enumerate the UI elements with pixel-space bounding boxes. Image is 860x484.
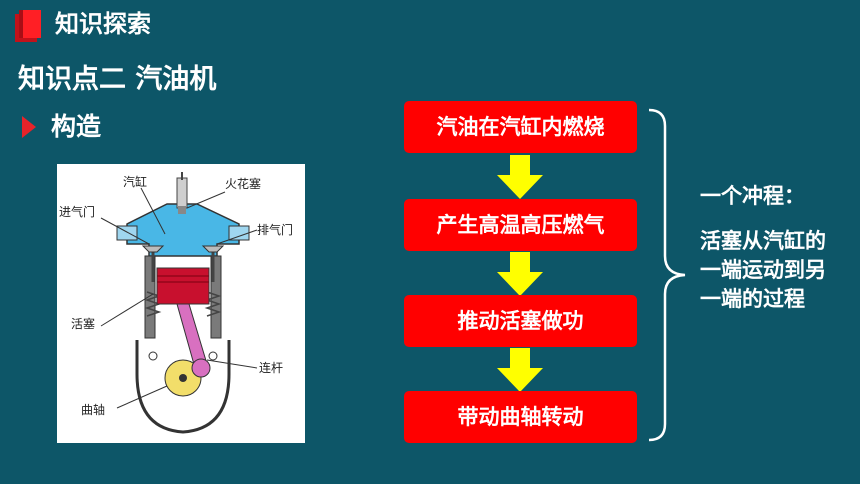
flow-step-1: 汽油在汽缸内燃烧	[404, 101, 637, 153]
bullet-marker-icon	[22, 116, 36, 138]
down-arrow-icon	[497, 252, 543, 296]
valves	[141, 245, 225, 282]
section-title: 知识探索	[55, 10, 151, 38]
down-arrow-icon	[497, 348, 543, 392]
label-exhaust-valve: 排气门	[257, 222, 293, 237]
right-brace-icon	[648, 108, 686, 442]
stroke-description: 活塞从汽缸的一端运动到另一端的过程	[700, 229, 826, 311]
label-piston: 活塞	[71, 316, 95, 331]
label-spark-plug: 火花塞	[225, 176, 261, 191]
flow-step-4: 带动曲轴转动	[404, 391, 637, 443]
piston	[156, 267, 210, 305]
lesson-title: 知识点二 汽油机	[18, 64, 217, 95]
engine-diagram: 汽缸 火花塞 进气门 排气门 活塞 连杆 曲轴	[57, 164, 305, 443]
book-icon	[15, 10, 41, 42]
subsection-title: 构造	[51, 112, 102, 141]
flow-step-3: 推动活塞做功	[404, 295, 637, 347]
label-crankshaft: 曲轴	[81, 402, 105, 417]
label-intake-valve: 进气门	[59, 204, 95, 219]
label-connecting-rod: 连杆	[259, 360, 283, 375]
down-arrow-icon	[497, 155, 543, 199]
label-cylinder: 汽缸	[123, 174, 147, 189]
connecting-rod	[176, 303, 208, 369]
flow-step-2: 产生高温高压燃气	[404, 199, 637, 251]
crankshaft	[164, 358, 211, 397]
stroke-title: 一个冲程：	[700, 184, 805, 208]
crankcase	[135, 340, 231, 434]
spark-plug	[176, 172, 188, 214]
